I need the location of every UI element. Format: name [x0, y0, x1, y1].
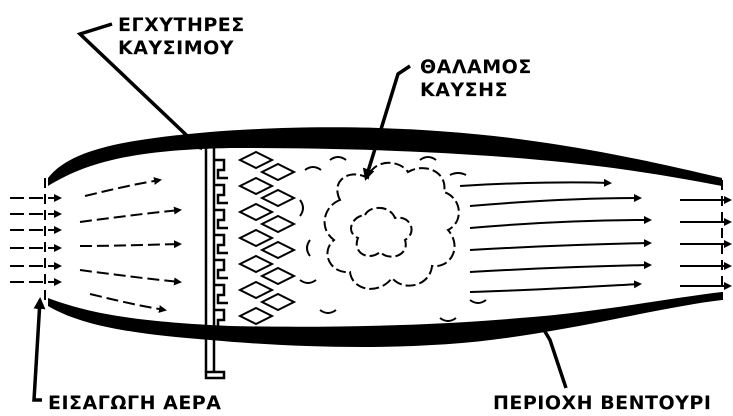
combustion-chamber-label: ΘΑΛΑΜΟΣ ΚΑΥΣΗΣ	[420, 56, 532, 102]
fuel-injector-assembly	[206, 145, 228, 378]
fuel-injectors-label-line1: ΕΓΧΥΤΗΡΕΣ	[118, 14, 245, 37]
engine-casing-top	[48, 127, 722, 186]
combustion-chamber-label-line2: ΚΑΥΣΗΣ	[420, 79, 532, 102]
incoming-air-arrows	[10, 198, 60, 282]
exhaust-flow-arrows	[460, 182, 730, 292]
fuel-injectors-label-line2: ΚΑΥΣΙΜΟΥ	[118, 37, 245, 60]
diffuser-flow-arrows	[80, 180, 180, 310]
combustion-cloud	[325, 163, 459, 289]
combustion-chamber-label-line1: ΘΑΛΑΜΟΣ	[420, 56, 532, 79]
engine-casing-bottom	[48, 292, 722, 347]
combustion-turbulence	[300, 157, 486, 321]
combustion-chamber-leader	[366, 66, 410, 178]
air-intake-label: ΕΙΣΑΓΩΓΗ ΑΕΡΑ	[48, 392, 221, 415]
air-intake-leader	[34, 300, 42, 400]
venturi-area-label: ΠΕΡΙΟΧΗ ΒΕΝΤΟΥΡΙ	[493, 392, 711, 415]
flame-holders	[240, 152, 294, 324]
venturi-area-leader	[544, 330, 566, 388]
fuel-injectors-label: ΕΓΧΥΤΗΡΕΣ ΚΑΥΣΙΜΟΥ	[118, 14, 245, 60]
